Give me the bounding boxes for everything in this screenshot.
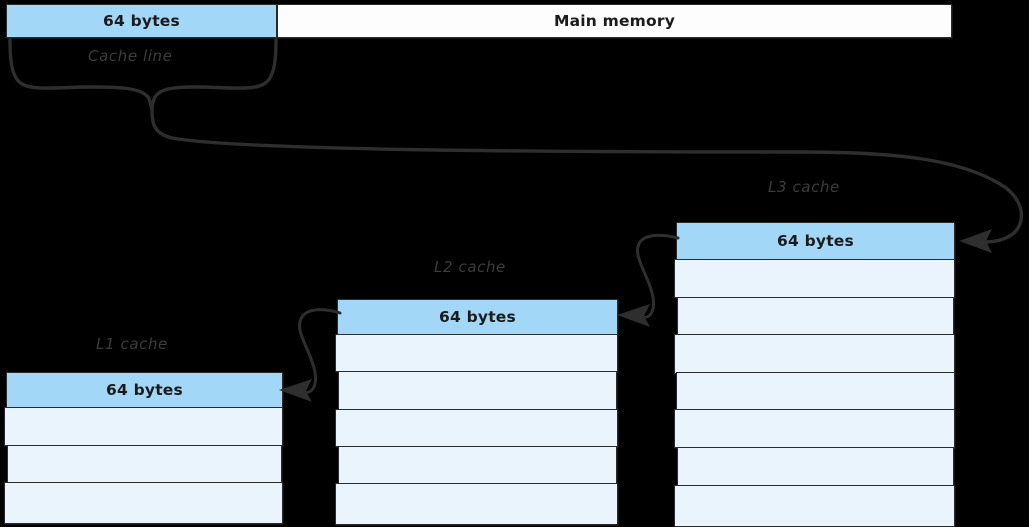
memory-cache-line-block: 64 bytes	[6, 4, 277, 38]
arrow-l3-to-l2-head	[617, 304, 650, 327]
l2-row-5	[335, 483, 618, 525]
l3-row-6	[677, 447, 954, 486]
l2-row-0-highlight: 64 bytes	[337, 299, 618, 335]
arrow-l3-to-l2-path	[630, 233, 680, 320]
l3-row-4	[676, 372, 955, 410]
arrow-memory-to-l3-path	[150, 110, 1024, 244]
l1-cache-annotation: L1 cache	[96, 335, 168, 353]
l2-highlight-label: 64 bytes	[439, 308, 516, 326]
l2-cache-annotation: L2 cache	[434, 258, 506, 276]
arrow-l2-to-l1-head	[279, 379, 312, 402]
l1-highlight-label: 64 bytes	[106, 381, 183, 399]
l1-row-3	[4, 482, 283, 524]
l1-row-1	[4, 407, 283, 446]
main-memory-block: Main memory	[277, 4, 952, 38]
l3-row-1	[674, 259, 955, 298]
cache-line-brace-icon-right	[150, 38, 278, 112]
arrow-l2-to-l1-path	[292, 308, 342, 395]
l3-row-2	[677, 297, 954, 336]
l3-cache-annotation: L3 cache	[768, 178, 840, 196]
l3-row-7	[674, 485, 955, 527]
cache-line-annotation: Cache line	[88, 47, 173, 65]
memory-cache-line-label: 64 bytes	[103, 12, 180, 30]
l2-row-3	[335, 409, 618, 447]
cache-line-brace-icon	[8, 38, 154, 112]
l1-row-2	[7, 445, 282, 483]
main-memory-label: Main memory	[553, 12, 676, 30]
l3-row-0-highlight: 64 bytes	[676, 222, 955, 260]
arrow-memory-to-l3-head	[959, 229, 992, 253]
l1-row-0-highlight: 64 bytes	[6, 372, 283, 408]
l3-highlight-label: 64 bytes	[777, 232, 854, 250]
